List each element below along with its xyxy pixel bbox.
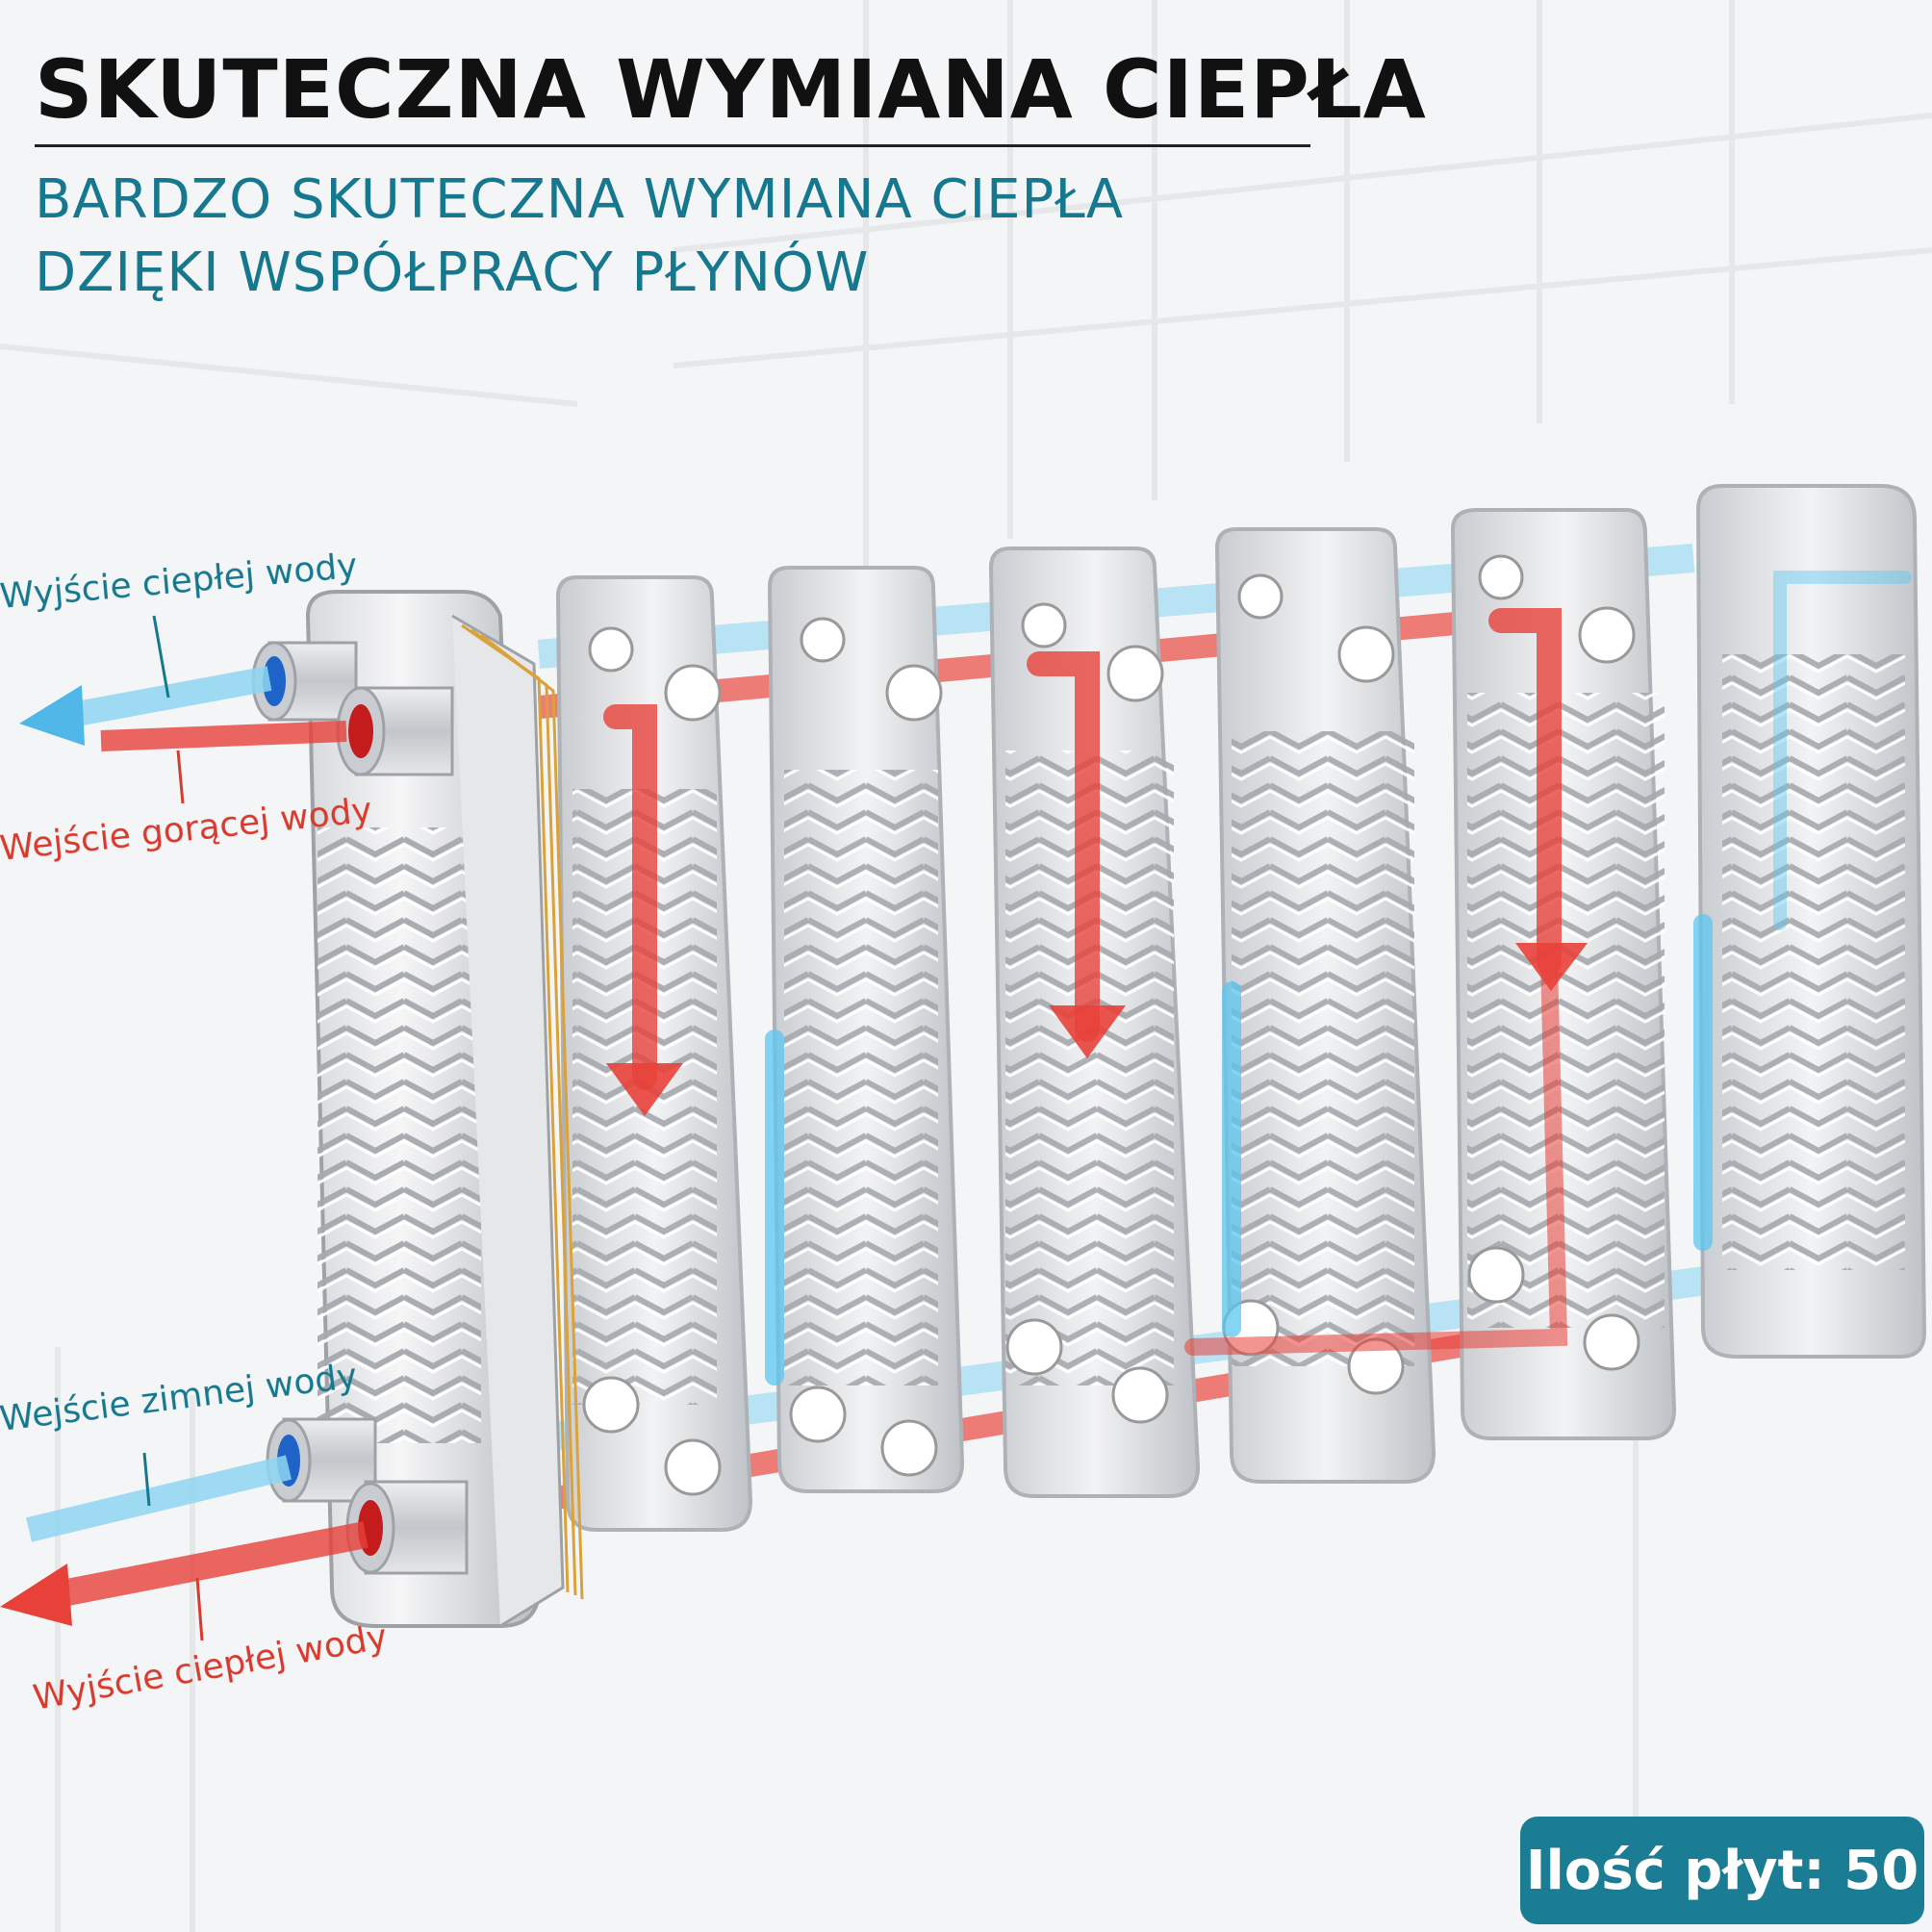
cold-flow [765, 571, 1912, 1385]
exchanger-body [305, 590, 584, 1628]
subtitle-line-2: DZIĘKI WSPÓŁPRACY PŁYNÓW [35, 242, 870, 304]
plate-6 [1695, 484, 1927, 1359]
hot-flow-arrows [606, 943, 1588, 1116]
plate-count-badge: Ilość płyt: 50 [1520, 1817, 1924, 1924]
page-title: SKUTECZNA WYMIANA CIEPŁA [35, 42, 1427, 137]
page-subtitle: BARDZO SKUTECZNA WYMIANA CIEPŁA DZIĘKI W… [35, 164, 1124, 310]
hot-water-arrow-icon [0, 721, 369, 1626]
hot-flow [603, 608, 1568, 1356]
subtitle-line-1: BARDZO SKUTECZNA WYMIANA CIEPŁA [35, 168, 1125, 231]
plate-4 [1214, 527, 1436, 1484]
title-divider [35, 144, 1310, 147]
pipe-connectors [251, 641, 469, 1575]
plate-2 [767, 566, 965, 1493]
cold-water-arrow-icon [19, 666, 292, 1542]
leader-lines [142, 615, 204, 1641]
plates [555, 484, 1927, 1532]
